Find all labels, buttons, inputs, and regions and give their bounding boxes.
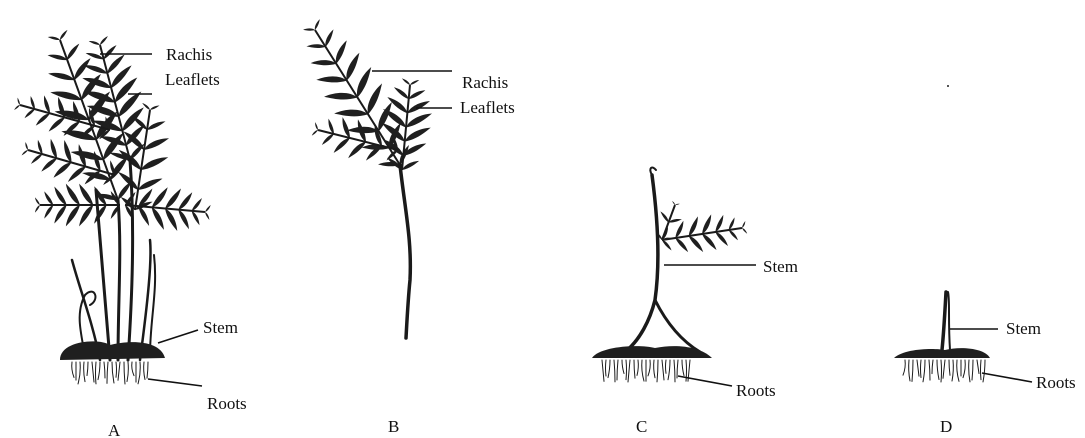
panel-letter-b: B — [388, 417, 399, 436]
label-rachis-b: Rachis — [462, 73, 508, 92]
panel-letter-a: A — [108, 421, 121, 438]
panel-letter-d: D — [940, 417, 952, 436]
panel-c: Stem Roots C — [592, 168, 798, 436]
label-leaflets-a: Leaflets — [165, 70, 220, 89]
panel-b: Rachis Leaflets B — [303, 19, 515, 436]
panel-a: Rachis Leaflets Stem Roots A — [14, 29, 247, 438]
label-rachis-a: Rachis — [166, 45, 212, 64]
label-stem-d: Stem — [1006, 319, 1041, 338]
fern-b-illustration — [303, 19, 433, 338]
label-stem-c: Stem — [763, 257, 798, 276]
fern-c-illustration — [592, 168, 748, 382]
label-leaflets-b: Leaflets — [460, 98, 515, 117]
label-roots-d: Roots — [1036, 373, 1076, 392]
label-roots-a: Roots — [207, 394, 247, 413]
fern-d-illustration — [894, 85, 990, 382]
panel-d: Stem Roots D — [894, 85, 1076, 436]
panel-letter-c: C — [636, 417, 647, 436]
label-roots-c: Roots — [736, 381, 776, 400]
label-stem-a: Stem — [203, 318, 238, 337]
